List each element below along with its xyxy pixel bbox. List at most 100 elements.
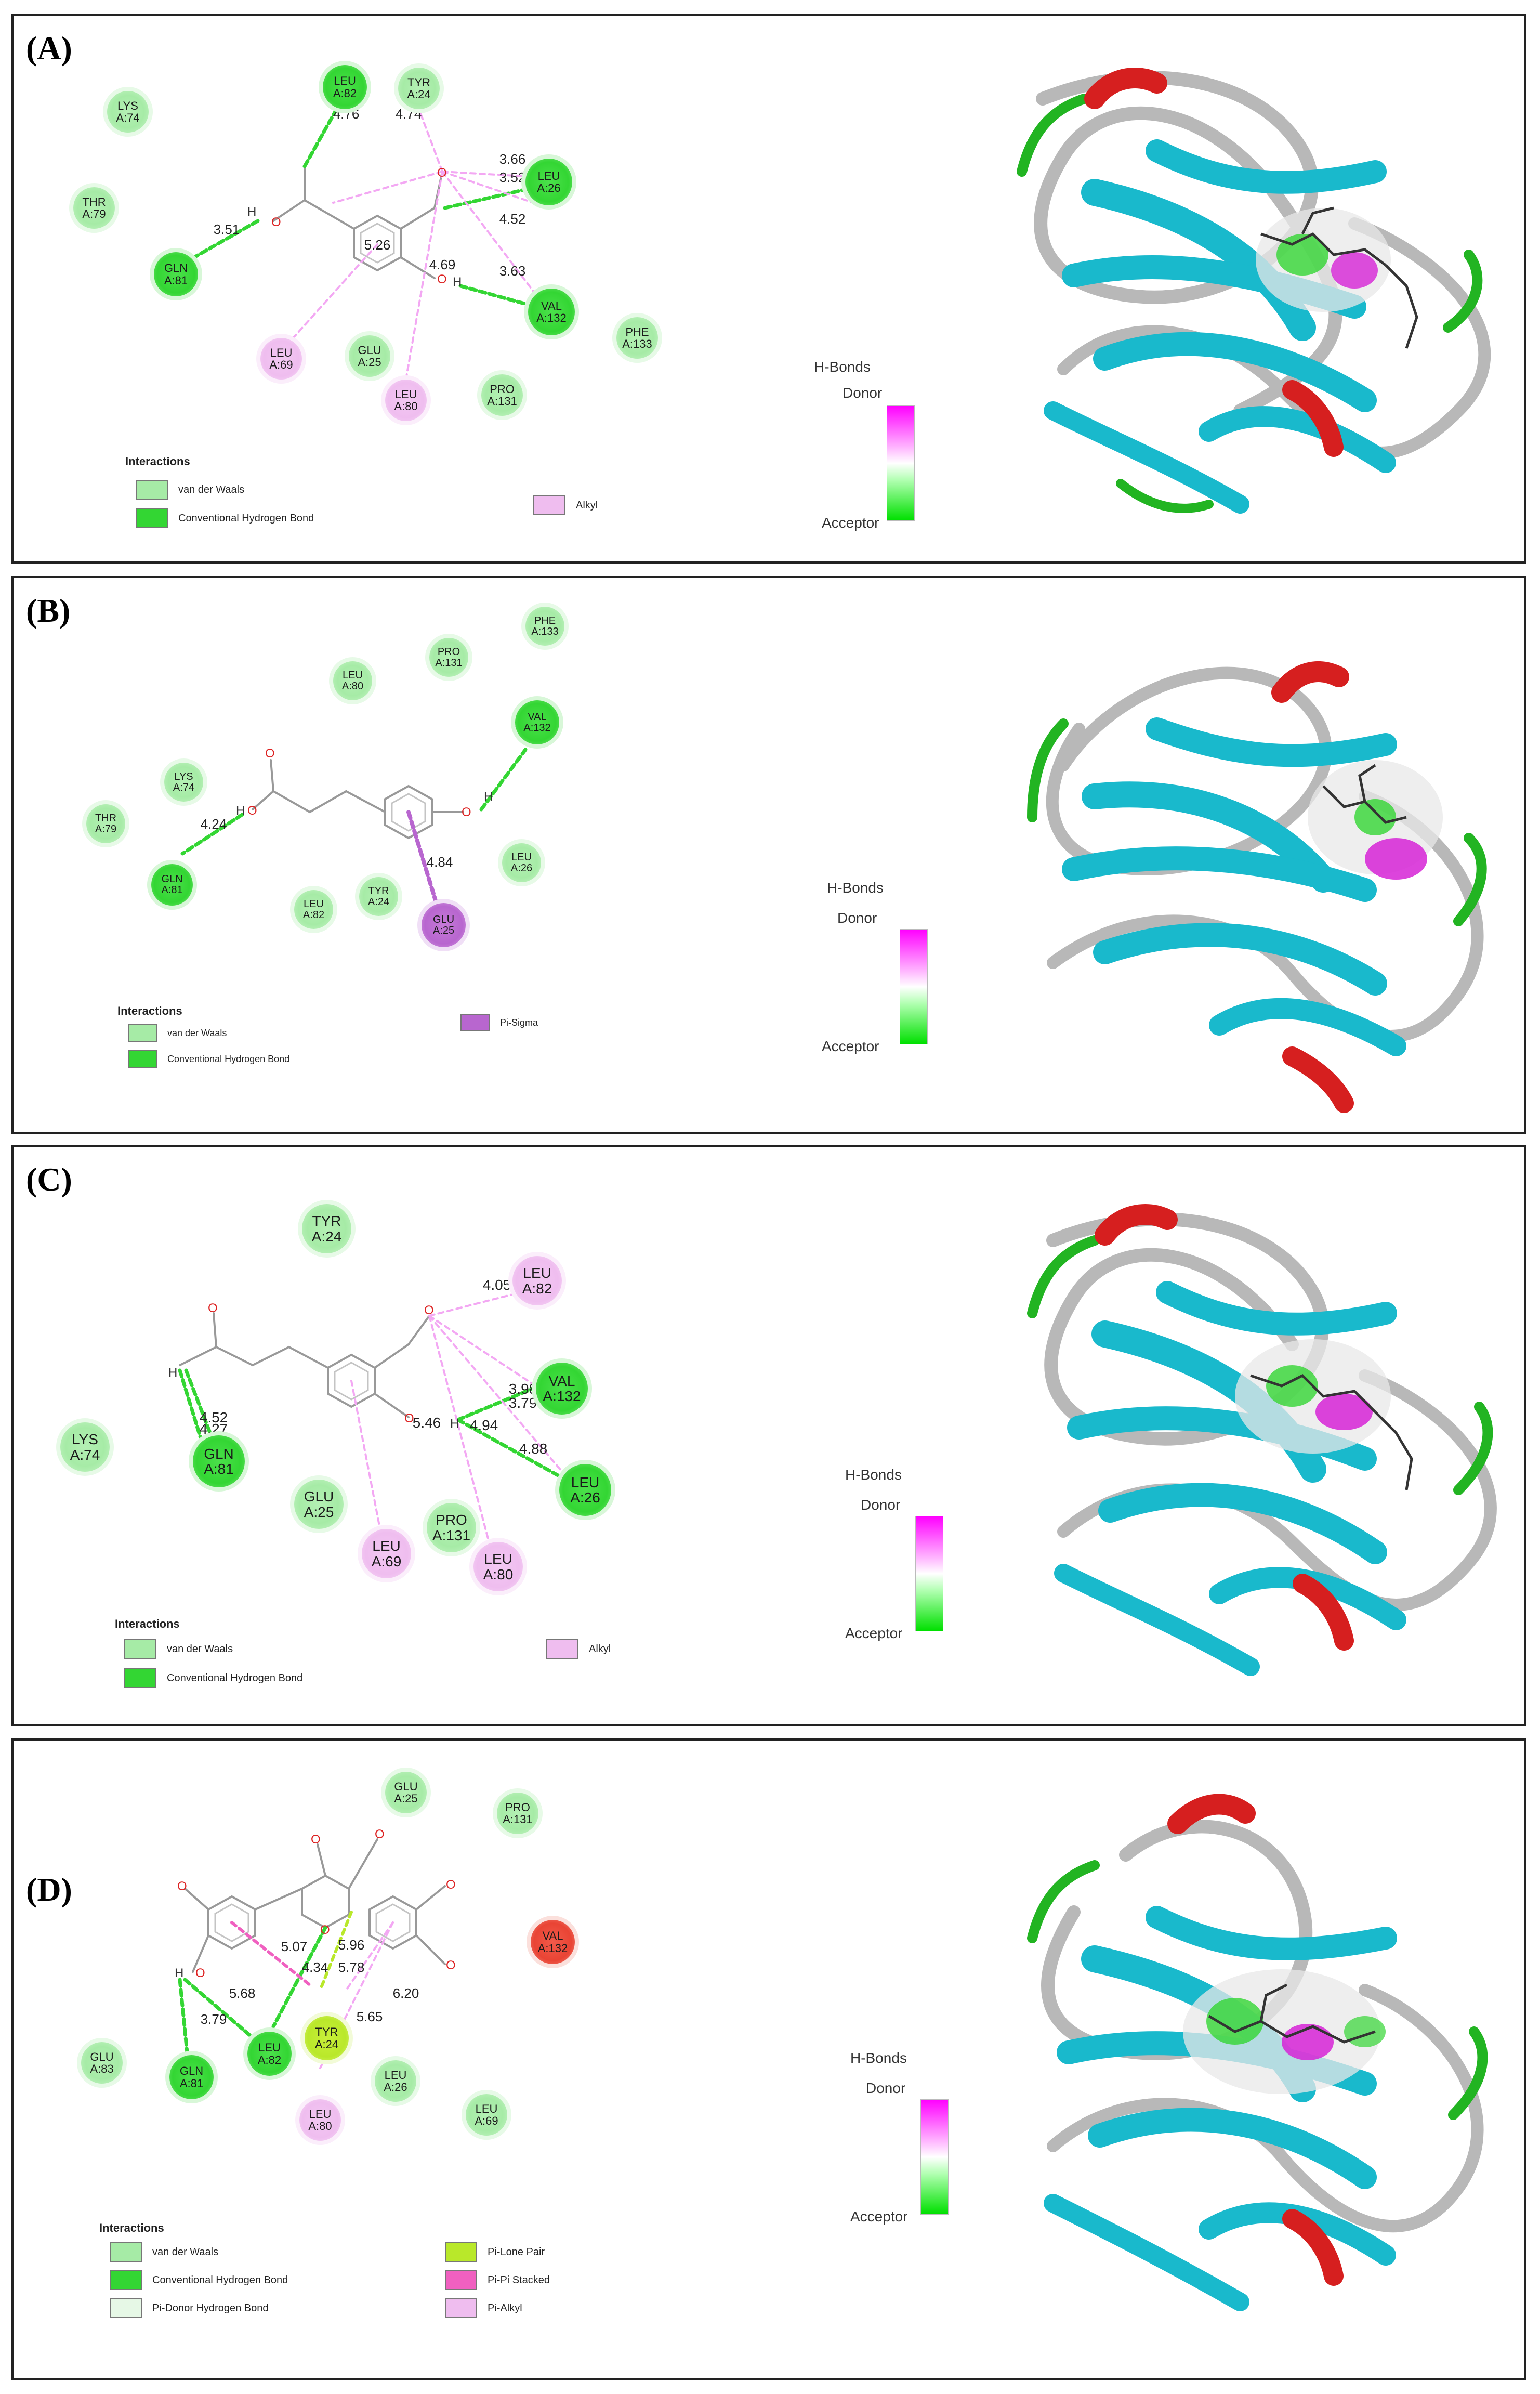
distance-label: 6.20 bbox=[393, 1985, 419, 2001]
svg-text:O: O bbox=[271, 215, 281, 229]
legend-item: Pi-Pi Stacked bbox=[445, 2270, 550, 2290]
distance-label: 4.52 bbox=[200, 1409, 228, 1425]
protein-3d-ribbon bbox=[1017, 68, 1491, 514]
distance-label: 5.46 bbox=[413, 1415, 441, 1431]
distance-label: 4.94 bbox=[470, 1417, 498, 1433]
distance-label: 5.65 bbox=[357, 2009, 383, 2024]
legend-item: Conventional Hydrogen Bond bbox=[128, 1050, 289, 1068]
svg-text:O: O bbox=[446, 1878, 456, 1892]
ligand-2d-diagram: 4.05 3.98 3.79 4.52 4.27 5.46 4.94 4.88 … bbox=[168, 1277, 577, 1553]
svg-text:H: H bbox=[175, 1966, 183, 1980]
svg-text:O: O bbox=[177, 1879, 187, 1893]
svg-text:O: O bbox=[404, 1411, 414, 1425]
legend-item: Alkyl bbox=[546, 1639, 611, 1659]
distance-label: 3.98 bbox=[509, 1381, 537, 1397]
legend-item: van der Waals bbox=[128, 1024, 227, 1042]
hbond-color-scale: H-Bonds Donor Acceptor bbox=[837, 1467, 957, 1654]
svg-text:H: H bbox=[168, 1366, 177, 1380]
panel-a: (A) bbox=[11, 14, 1526, 564]
svg-text:O: O bbox=[265, 747, 275, 761]
distance-label: 3.52 bbox=[499, 169, 526, 185]
legend-title: Interactions bbox=[99, 2221, 164, 2234]
distance-label: 4.27 bbox=[200, 1421, 228, 1437]
svg-text:O: O bbox=[437, 166, 447, 180]
svg-text:O: O bbox=[462, 805, 471, 819]
svg-text:O: O bbox=[311, 1833, 321, 1847]
distance-label: 4.34 bbox=[302, 1959, 328, 1975]
svg-text:H: H bbox=[247, 205, 256, 219]
hbond-color-scale: H-Bonds Donor Acceptor bbox=[804, 359, 923, 546]
legend-item: Pi-Donor Hydrogen Bond bbox=[110, 2298, 268, 2318]
distance-label: 4.84 bbox=[427, 854, 453, 870]
interaction-legend: Interactions van der Waals Conventional … bbox=[115, 1617, 661, 1711]
legend-item: van der Waals bbox=[136, 480, 244, 500]
distance-label: 5.68 bbox=[229, 1985, 256, 2001]
ligand-2d-diagram: 5.07 5.96 4.34 5.78 5.68 6.20 3.79 5.65 … bbox=[175, 1827, 456, 2069]
distance-label: 3.66 bbox=[499, 151, 526, 167]
legend-title: Interactions bbox=[125, 455, 190, 468]
legend-item: Pi-Alkyl bbox=[445, 2298, 522, 2318]
distance-label: 5.07 bbox=[281, 1939, 308, 1954]
svg-text:O: O bbox=[446, 1958, 456, 1972]
svg-text:H: H bbox=[484, 790, 493, 804]
hbond-color-scale: H-Bonds Donor Acceptor bbox=[822, 880, 941, 1067]
distance-label: 4.24 bbox=[201, 816, 227, 832]
panel-label: (A) bbox=[26, 30, 72, 67]
protein-3d-ribbon bbox=[1027, 1794, 1488, 2311]
distance-label: 4.88 bbox=[519, 1441, 548, 1457]
legend-item: van der Waals bbox=[110, 2242, 218, 2262]
interaction-legend: Interactions van der Waals Conventional … bbox=[117, 1004, 585, 1088]
legend-title: Interactions bbox=[115, 1617, 180, 1630]
distance-label: 3.51 bbox=[214, 221, 240, 237]
svg-text:O: O bbox=[320, 1923, 330, 1937]
distance-label: 4.05 bbox=[483, 1277, 511, 1293]
interaction-legend: Interactions van der Waals Conventional … bbox=[125, 455, 645, 548]
svg-text:O: O bbox=[375, 1827, 385, 1841]
distance-label: 4.52 bbox=[499, 211, 526, 227]
protein-3d-ribbon bbox=[1027, 1204, 1497, 1676]
svg-text:H: H bbox=[450, 1417, 459, 1431]
svg-text:H: H bbox=[453, 275, 462, 289]
distance-label: 5.78 bbox=[338, 1959, 365, 1975]
legend-item: Pi-Lone Pair bbox=[445, 2242, 545, 2262]
distance-label: 4.69 bbox=[429, 257, 456, 272]
legend-item: Conventional Hydrogen Bond bbox=[124, 1668, 302, 1688]
interaction-legend: Interactions van der Waals Conventional … bbox=[99, 2221, 619, 2357]
legend-title: Interactions bbox=[117, 1004, 182, 1017]
panel-label: (C) bbox=[26, 1161, 72, 1198]
svg-text:H: H bbox=[236, 804, 245, 818]
